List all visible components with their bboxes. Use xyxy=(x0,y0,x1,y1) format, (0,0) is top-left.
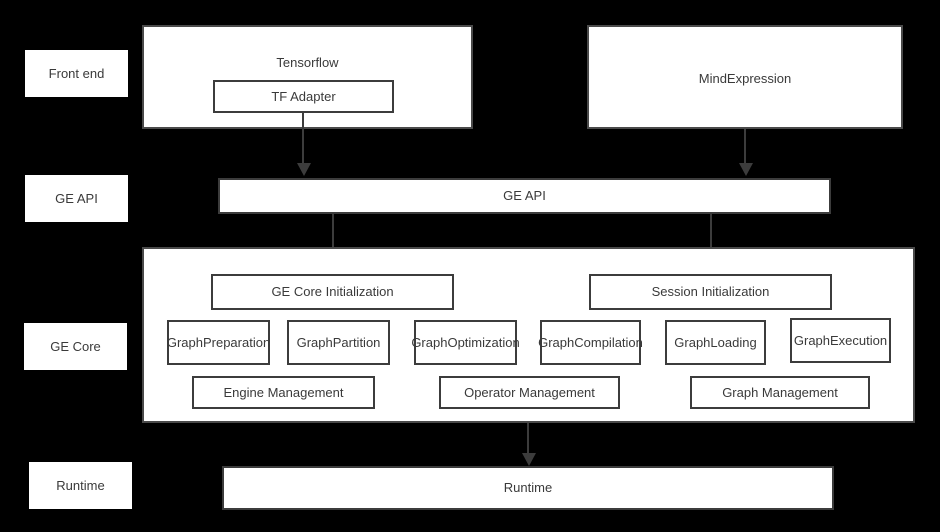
stage-label-front-end: Front end xyxy=(25,50,128,97)
arrow-tf-adapter-to-ge-api-head xyxy=(297,163,311,176)
module-graph-compilation-line1: Graph xyxy=(538,334,575,350)
ge-api-bar[interactable]: GE API xyxy=(218,178,831,214)
module-graph-optimization-line2: Optimization xyxy=(447,334,520,350)
engine-management-box[interactable]: Engine Management xyxy=(192,376,375,409)
module-graph-partition[interactable]: Graph Partition xyxy=(287,320,390,365)
stage-label-ge-api: GE API xyxy=(25,175,128,222)
runtime-bar[interactable]: Runtime xyxy=(222,466,834,510)
arrow-mindexpression-to-ge-api-head xyxy=(739,163,753,176)
module-graph-loading[interactable]: Graph Loading xyxy=(665,320,766,365)
module-graph-loading-line2: Loading xyxy=(710,334,757,350)
module-graph-preparation[interactable]: Graph Preparation xyxy=(167,320,270,365)
module-graph-partition-line1: Graph xyxy=(296,334,333,350)
tensorflow-frame xyxy=(142,25,473,129)
session-initialization-box[interactable]: Session Initialization xyxy=(589,274,832,310)
tf-adapter-box[interactable]: TF Adapter xyxy=(213,80,394,113)
module-graph-optimization-line1: Graph xyxy=(411,334,448,350)
stage-label-runtime: Runtime xyxy=(29,462,132,509)
module-graph-execution-line1: Graph xyxy=(793,332,831,348)
graph-management-box[interactable]: Graph Management xyxy=(690,376,870,409)
arrow-ge-api-to-session-init-line xyxy=(710,213,712,261)
mindexpression-title: MindExpression xyxy=(698,71,792,86)
module-graph-execution-line2: Execution xyxy=(830,332,888,348)
arrow-ge-core-to-runtime-line xyxy=(527,423,529,455)
tensorflow-title: Tensorflow xyxy=(276,55,339,70)
operator-management-box[interactable]: Operator Management xyxy=(439,376,620,409)
ge-core-initialization-box[interactable]: GE Core Initialization xyxy=(211,274,454,310)
stage-label-ge-core: GE Core xyxy=(24,323,127,370)
module-graph-compilation-line2: Compilation xyxy=(574,334,643,350)
mindexpression-frame xyxy=(587,25,903,129)
module-graph-optimization[interactable]: Graph Optimization xyxy=(411,320,520,365)
arrow-mindexpression-to-ge-api-line xyxy=(744,129,746,165)
module-graph-compilation[interactable]: Graph Compilation xyxy=(538,320,643,365)
module-graph-loading-line1: Graph xyxy=(674,334,711,350)
arrow-ge-core-to-runtime-head xyxy=(522,453,536,466)
arrow-ge-api-to-ge-core-init-line xyxy=(332,213,334,261)
module-graph-execution[interactable]: Graph Execution xyxy=(790,318,891,363)
module-graph-preparation-line2: Preparation xyxy=(202,334,271,350)
module-graph-partition-line2: Partition xyxy=(332,334,381,350)
module-graph-preparation-line1: Graph xyxy=(166,334,203,350)
arrow-tf-adapter-to-ge-api-line xyxy=(302,113,304,165)
